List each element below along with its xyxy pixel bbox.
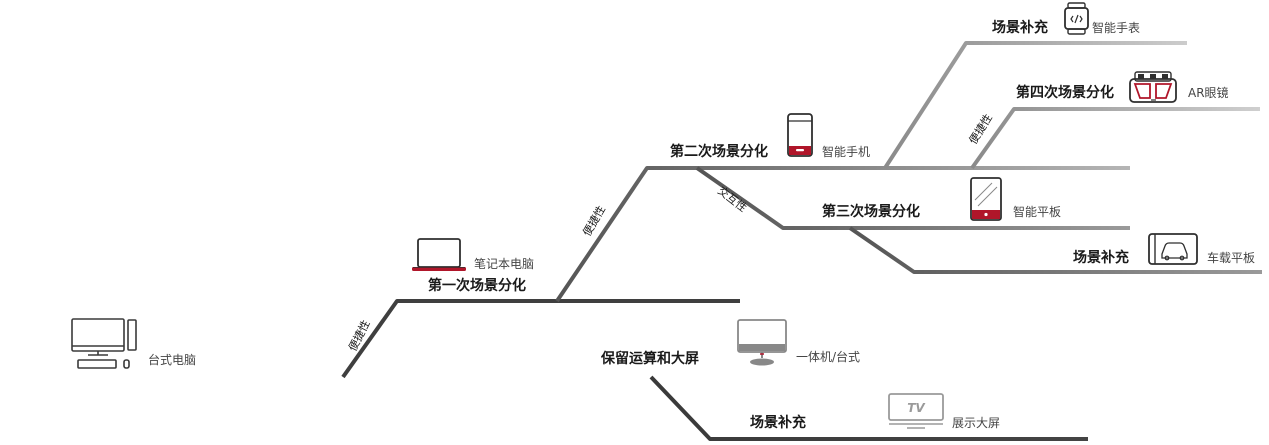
smart-watch-icon bbox=[1064, 2, 1089, 35]
phone-icon bbox=[787, 113, 813, 157]
car-tablet-icon bbox=[1148, 233, 1198, 265]
aio-label: 一体机/台式 bbox=[796, 349, 860, 364]
tv-icon-text: TV bbox=[907, 401, 926, 415]
tablet-branch-line bbox=[695, 166, 1130, 230]
watch-label: 智能手表 bbox=[1092, 20, 1140, 35]
desktop-icon bbox=[71, 318, 137, 369]
supplement-car-label: 场景补充 bbox=[1073, 249, 1129, 266]
second-stage-label: 第二次场景分化 bbox=[670, 143, 768, 160]
supplement-display-label: 场景补充 bbox=[750, 414, 806, 431]
laptop-label: 笔记本电脑 bbox=[474, 256, 534, 271]
display-label: 展示大屏 bbox=[952, 416, 1000, 430]
supplement-watch-label: 场景补充 bbox=[992, 19, 1048, 36]
retain-stage-label: 保留运算和大屏 bbox=[600, 350, 699, 367]
car-tablet-label: 车载平板 bbox=[1207, 250, 1255, 265]
desktop-label: 台式电脑 bbox=[148, 352, 196, 367]
car-tablet-branch-line bbox=[848, 226, 1262, 274]
tablet-icon bbox=[970, 177, 1002, 221]
trunk-lines bbox=[0, 41, 1262, 441]
laptop-branch-line bbox=[341, 299, 740, 379]
display-branch-line bbox=[649, 375, 1088, 441]
first-stage-label: 第一次场景分化 bbox=[428, 277, 526, 294]
ar-glasses-label: AR眼镜 bbox=[1188, 85, 1229, 100]
watch-branch-line bbox=[883, 41, 1187, 170]
tablet-label: 智能平板 bbox=[1013, 204, 1061, 219]
phone-branch-line bbox=[555, 166, 1130, 303]
fourth-stage-label: 第四次场景分化 bbox=[1016, 84, 1114, 101]
third-stage-label: 第三次场景分化 bbox=[822, 203, 920, 220]
tv-display-icon: TV bbox=[888, 393, 944, 429]
laptop-icon bbox=[412, 238, 466, 271]
ar-glasses-icon bbox=[1129, 71, 1177, 103]
portability-label-1: 便捷性 bbox=[345, 318, 372, 354]
phone-label: 智能手机 bbox=[822, 144, 870, 159]
all-in-one-icon bbox=[737, 319, 787, 366]
ar-branch-line bbox=[970, 107, 1260, 170]
